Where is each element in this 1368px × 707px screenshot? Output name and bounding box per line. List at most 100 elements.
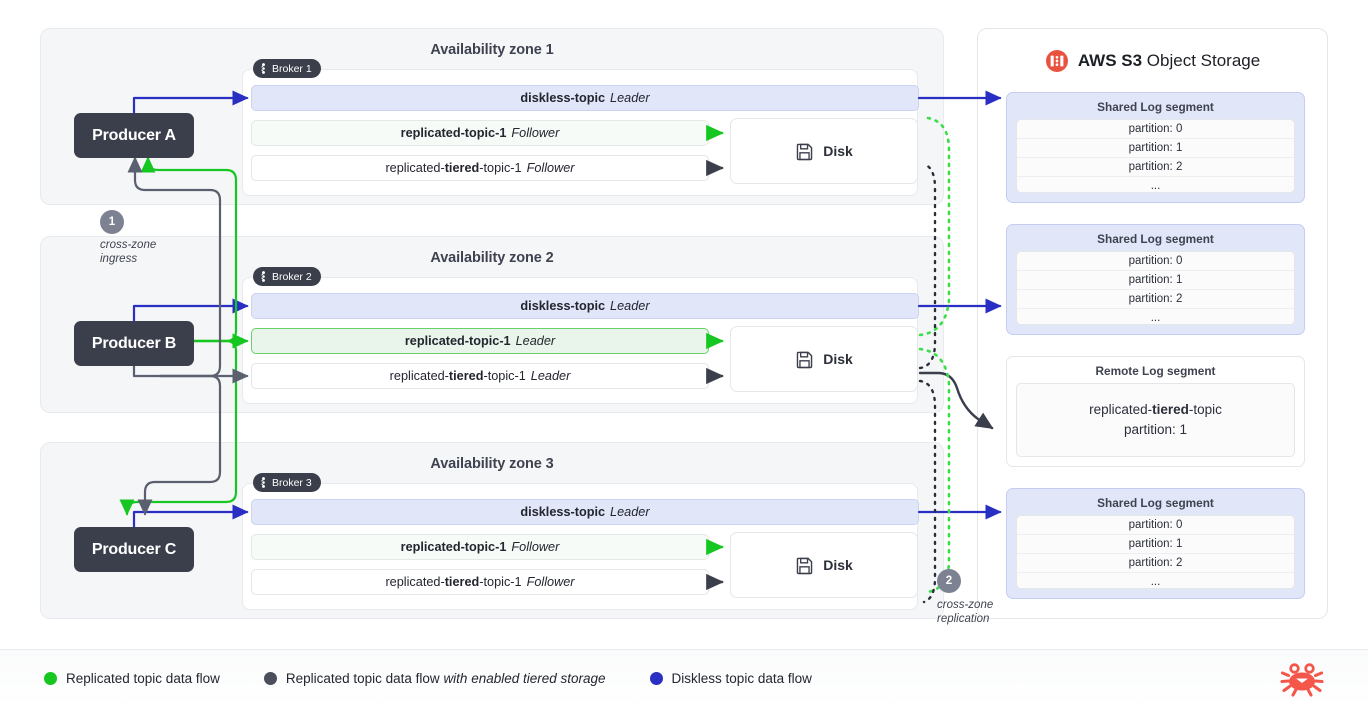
topic-row-tiered-z1[interactable]: replicated-tiered-topic-1 Follower — [251, 155, 709, 181]
partition-row: partition: 0 — [1017, 252, 1294, 271]
partition-row: partition: 1 — [1017, 139, 1294, 158]
floppy-disk-icon — [796, 557, 813, 574]
segment-title: Remote Log segment — [1095, 364, 1216, 378]
segment-body: replicated-tiered-topic partition: 1 — [1016, 383, 1295, 457]
remote-topic-name: replicated-tiered-topic — [1089, 400, 1222, 420]
disk-box-z1: Disk — [730, 118, 918, 184]
topic-name-prefix: replicated- — [385, 161, 445, 175]
topic-name: diskless-topic — [520, 299, 606, 313]
broker-label: Broker 2 — [272, 270, 312, 283]
disk-box-z3: Disk — [730, 532, 918, 598]
topic-row-tiered-z3[interactable]: replicated-tiered-topic-1 Follower — [251, 569, 709, 595]
kafka-icon — [261, 271, 265, 282]
topic-name: replicated-topic-1 — [400, 126, 507, 140]
topic-row-diskless-z1[interactable]: diskless-topic Leader — [251, 85, 919, 111]
disk-label: Disk — [823, 351, 853, 367]
segment-body: partition: 0 partition: 1 partition: 2 .… — [1016, 515, 1295, 589]
legend-dot-green — [44, 672, 57, 685]
remote-topic-emphasis: tiered — [1152, 402, 1189, 418]
legend-item-tiered: Replicated topic data flow with enabled … — [263, 671, 606, 686]
producer-label: Producer C — [91, 540, 177, 558]
segment-title: Shared Log segment — [1097, 496, 1214, 510]
topic-role: Follower — [511, 540, 560, 554]
topic-name-prefix: replicated- — [385, 575, 445, 589]
topic-role: Follower — [511, 126, 560, 140]
zone-title: Availability zone 1 — [430, 42, 554, 58]
partition-row: partition: 0 — [1017, 516, 1294, 535]
legend-dot-gray — [263, 672, 277, 685]
segment-body: partition: 0 partition: 1 partition: 2 .… — [1016, 119, 1295, 193]
topic-row-replicated-z3[interactable]: replicated-topic-1 Follower — [251, 534, 709, 560]
segment-body: partition: 0 partition: 1 partition: 2 .… — [1016, 251, 1295, 325]
topic-name-emphasis: tiered — [444, 161, 480, 175]
topic-name-suffix: -topic-1 — [479, 161, 522, 175]
topic-role: Follower — [526, 161, 575, 175]
topic-role: Follower — [526, 575, 575, 589]
partition-row: partition: 1 — [1017, 271, 1294, 290]
partition-row: partition: 2 — [1017, 290, 1294, 309]
broker-badge: Broker 2 — [253, 267, 321, 286]
topic-row-diskless-z3[interactable]: diskless-topic Leader — [251, 499, 919, 525]
topic-name: diskless-topic — [520, 505, 606, 519]
shared-log-segment-3: Shared Log segment partition: 0 partitio… — [1006, 488, 1305, 599]
producer-label: Producer A — [92, 126, 176, 144]
topic-role: Leader — [610, 91, 650, 105]
partition-row: partition: 2 — [1017, 158, 1294, 177]
legend-label-emphasis: with enabled tiered storage — [443, 671, 606, 686]
partition-row: partition: 2 — [1017, 554, 1294, 573]
topic-row-replicated-z2[interactable]: replicated-topic-1 Leader — [251, 328, 709, 354]
legend-label: Replicated topic data flow — [66, 671, 220, 686]
step-label-1: cross-zone ingress — [100, 239, 157, 266]
remote-topic-prefix: replicated- — [1089, 402, 1153, 418]
partition-row: ... — [1150, 576, 1161, 588]
producer-c[interactable]: Producer C — [74, 527, 194, 572]
topic-name-suffix: -topic-1 — [483, 369, 526, 383]
producer-a[interactable]: Producer A — [74, 113, 194, 158]
zone-title: Availability zone 3 — [430, 456, 554, 472]
broker-badge: Broker 1 — [253, 59, 321, 78]
broker-badge: Broker 3 — [253, 473, 321, 492]
legend-bar: Replicated topic data flow Replicated to… — [0, 649, 1368, 707]
remote-log-segment: Remote Log segment replicated-tiered-top… — [1006, 356, 1305, 467]
partition-row: partition: 0 — [1017, 120, 1294, 139]
topic-role: Leader — [530, 369, 571, 383]
partition-row: partition: 1 — [1017, 535, 1294, 554]
legend-item-replicated: Replicated topic data flow — [44, 671, 220, 686]
floppy-disk-icon — [796, 143, 813, 160]
legend-label: Diskless topic data flow — [671, 671, 812, 686]
topic-name-emphasis: tiered — [444, 575, 480, 589]
remote-topic-suffix: -topic — [1188, 402, 1222, 418]
disk-box-z2: Disk — [730, 326, 918, 392]
disk-label: Disk — [823, 557, 853, 573]
s3-title-rest: Object Storage — [1142, 51, 1261, 70]
legend-label: Replicated topic data flow — [285, 671, 444, 686]
aws-s3-icon — [1045, 50, 1068, 72]
topic-name-suffix: -topic-1 — [479, 575, 522, 589]
topic-name: replicated-topic-1 — [404, 334, 511, 348]
remote-partition: partition: 1 — [1123, 422, 1188, 437]
kafka-icon — [261, 477, 265, 488]
segment-title: Shared Log segment — [1097, 100, 1214, 114]
partition-row: ... — [1150, 180, 1161, 192]
legend-item-diskless: Diskless topic data flow — [649, 671, 812, 686]
topic-role: Leader — [610, 505, 650, 519]
s3-title-brand: AWS S3 — [1077, 51, 1143, 70]
kafka-icon — [261, 63, 265, 74]
producer-b[interactable]: Producer B — [74, 321, 194, 366]
topic-name-emphasis: tiered — [448, 369, 484, 383]
broker-label: Broker 3 — [272, 476, 312, 489]
step-marker-1: 1 — [100, 210, 124, 234]
shared-log-segment-2: Shared Log segment partition: 0 partitio… — [1006, 224, 1305, 335]
topic-name: diskless-topic — [520, 91, 606, 105]
topic-row-tiered-z2[interactable]: replicated-tiered-topic-1 Leader — [251, 363, 709, 389]
topic-role: Leader — [515, 334, 556, 348]
shared-log-segment-1: Shared Log segment partition: 0 partitio… — [1006, 92, 1305, 203]
floppy-disk-icon — [796, 351, 813, 368]
topic-row-diskless-z2[interactable]: diskless-topic Leader — [251, 293, 919, 319]
topic-name-prefix: replicated- — [389, 369, 449, 383]
step-marker-2: 2 — [937, 569, 961, 593]
topic-row-replicated-z1[interactable]: replicated-topic-1 Follower — [251, 120, 709, 146]
broker-label: Broker 1 — [272, 62, 312, 75]
s3-header: AWS S3 Object Storage — [978, 49, 1327, 73]
